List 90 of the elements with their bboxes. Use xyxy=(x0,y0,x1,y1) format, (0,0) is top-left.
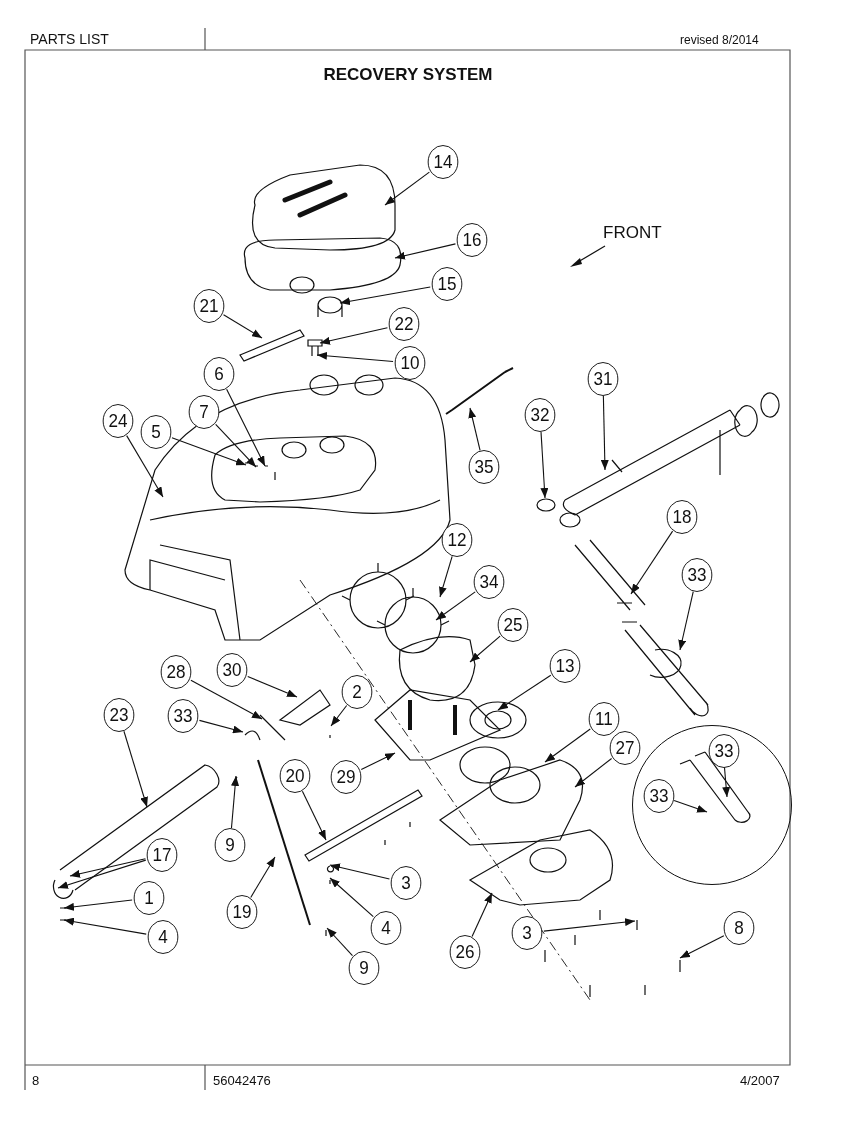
leader-line xyxy=(226,388,266,467)
callout-number: 9 xyxy=(214,828,246,862)
callout-number: 14 xyxy=(427,145,459,179)
leader-line xyxy=(600,395,609,471)
leader-line xyxy=(330,704,348,727)
callout-number: 6 xyxy=(203,357,235,391)
callout-number: 4 xyxy=(147,920,179,954)
callout-number: 15 xyxy=(431,267,463,301)
leader-line xyxy=(469,635,501,663)
leader-line xyxy=(319,327,388,345)
leader-line xyxy=(439,555,453,598)
callout-number: 5 xyxy=(140,415,172,449)
callout-number: 2 xyxy=(341,675,373,709)
revision-date: revised 8/2014 xyxy=(680,33,759,47)
callout-number: 16 xyxy=(456,223,488,257)
leader-line xyxy=(215,423,257,468)
leader-line xyxy=(123,730,148,808)
callout-number: 28 xyxy=(160,655,192,689)
callout-number: 4 xyxy=(370,911,402,945)
leader-line xyxy=(497,674,552,711)
print-date: 4/2007 xyxy=(740,1073,780,1088)
page-number: 8 xyxy=(32,1073,40,1088)
callout-number: 26 xyxy=(449,935,481,969)
leader-line xyxy=(679,935,725,959)
callout-number: 1 xyxy=(133,881,165,915)
leader-line xyxy=(198,719,244,734)
callout-number: 3 xyxy=(511,916,543,950)
callout-number: 29 xyxy=(330,760,362,794)
callout-number: 33 xyxy=(167,699,199,733)
callout-number: 10 xyxy=(394,346,426,380)
leader-line xyxy=(574,757,613,788)
leader-line xyxy=(63,917,147,935)
callout-number: 3 xyxy=(390,866,422,900)
leader-line xyxy=(468,407,481,451)
direction-label: FRONT xyxy=(603,223,662,243)
leader-line xyxy=(326,927,353,957)
callout-number: 13 xyxy=(549,649,581,683)
leader-line xyxy=(247,675,298,698)
leader-line xyxy=(678,591,694,651)
leader-line xyxy=(223,314,263,339)
leader-line xyxy=(544,728,591,763)
leader-line xyxy=(190,679,263,720)
callout-number: 32 xyxy=(524,398,556,432)
leader-line xyxy=(471,892,493,938)
callout-number: 17 xyxy=(146,838,178,872)
leader-line xyxy=(316,351,394,363)
callout-number: 31 xyxy=(587,362,619,396)
callout-number: 7 xyxy=(188,395,220,429)
callout-number: 24 xyxy=(102,404,134,438)
callout-number: 19 xyxy=(226,895,258,929)
leader-line xyxy=(250,856,276,898)
callout-number: 27 xyxy=(609,731,641,765)
callout-number: 22 xyxy=(388,307,420,341)
callout-number: 18 xyxy=(666,500,698,534)
leader-line xyxy=(540,431,549,499)
leader-line xyxy=(171,437,247,466)
header-label: PARTS LIST xyxy=(30,31,109,47)
leader-line xyxy=(329,877,374,918)
callout-number: 35 xyxy=(468,450,500,484)
leader-line xyxy=(435,591,476,621)
diagram-title: RECOVERY SYSTEM xyxy=(322,65,494,85)
callout-number: 33 xyxy=(643,779,675,813)
leader-line xyxy=(394,243,456,260)
callout-number: 33 xyxy=(708,734,740,768)
leader-line xyxy=(673,800,708,813)
callout-number: 21 xyxy=(193,289,225,323)
leader-line xyxy=(339,286,431,306)
leader-line xyxy=(722,766,731,798)
callout-number: 20 xyxy=(279,759,311,793)
leader-line xyxy=(57,859,147,889)
callout-number: 33 xyxy=(681,558,713,592)
callout-number: 30 xyxy=(216,653,248,687)
leader-line xyxy=(126,435,164,498)
callout-number: 34 xyxy=(473,565,505,599)
leader-line xyxy=(543,918,636,932)
leader-line xyxy=(329,863,390,880)
leader-line xyxy=(63,899,133,911)
leader-line xyxy=(230,775,240,829)
callout-number: 11 xyxy=(588,702,620,736)
leader-line xyxy=(384,171,430,206)
leader-line xyxy=(301,790,327,841)
callout-number: 23 xyxy=(103,698,135,732)
callout-number: 9 xyxy=(348,951,380,985)
callout-number: 25 xyxy=(497,608,529,642)
callout-number: 8 xyxy=(723,911,755,945)
leader-line xyxy=(69,858,146,878)
leader-line xyxy=(360,752,396,771)
leader-line xyxy=(630,530,674,595)
document-number: 56042476 xyxy=(213,1073,271,1088)
callout-number: 12 xyxy=(441,523,473,557)
